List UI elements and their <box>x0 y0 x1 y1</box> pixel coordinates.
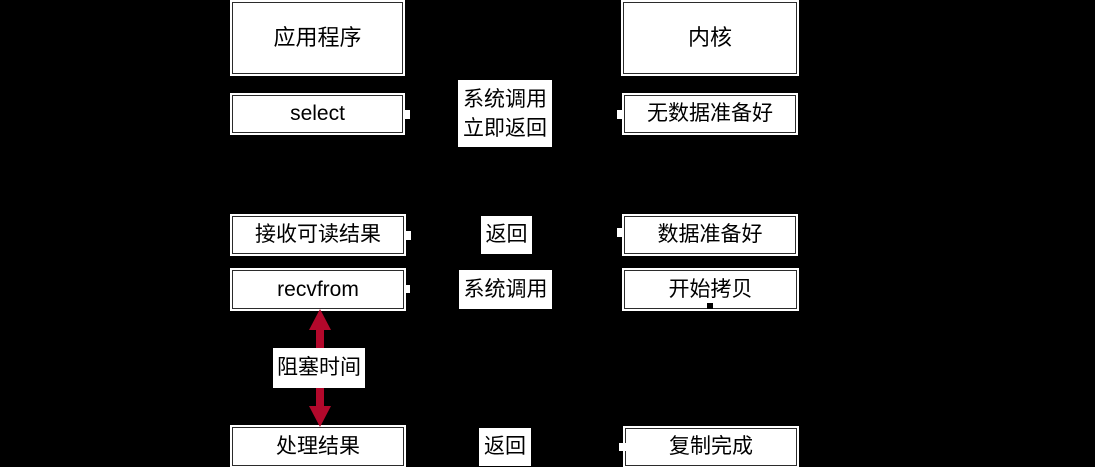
syscall-line2-label: 立即返回 <box>463 116 547 140</box>
connector-stub <box>619 443 626 451</box>
recvfrom-step-box: recvfrom <box>232 270 404 309</box>
no-data-ready-step-box: 无数据准备好 <box>624 95 796 133</box>
connector-stub <box>404 285 410 293</box>
syscall-line1-label: 系统调用 <box>463 87 547 111</box>
receive-readable-result-step-label: 接收可读结果 <box>255 223 381 247</box>
no-data-ready-step-label: 无数据准备好 <box>647 102 773 126</box>
start-copy-step-box: 开始拷贝 <box>624 270 797 309</box>
receive-readable-result-step-box: 接收可读结果 <box>232 216 404 254</box>
return-label-2: 返回 <box>484 435 526 459</box>
syscall-immediate-return-label-box: 系统调用 立即返回 <box>458 80 552 147</box>
return-label-1: 返回 <box>485 223 528 247</box>
application-title-box: 应用程序 <box>232 2 403 74</box>
kernel-title-box: 内核 <box>623 2 797 74</box>
process-result-step-label: 处理结果 <box>276 434 360 458</box>
blocking-time-label: 阻塞时间 <box>277 356 361 380</box>
select-step-box: select <box>232 95 403 133</box>
select-step-label: select <box>290 102 345 126</box>
arrow-head-up-icon <box>309 309 331 330</box>
connector-stub <box>404 231 411 240</box>
application-title-label: 应用程序 <box>273 24 362 50</box>
copy-done-step-label: 复制完成 <box>669 435 753 459</box>
arrow-notch <box>707 303 713 309</box>
connector-stub <box>403 110 410 119</box>
blocking-time-label-box: 阻塞时间 <box>273 348 365 388</box>
syscall-label: 系统调用 <box>463 277 548 301</box>
connector-stub <box>617 110 624 119</box>
arrow-head-down-icon <box>309 406 331 427</box>
data-ready-step-label: 数据准备好 <box>657 223 763 247</box>
data-ready-step-box: 数据准备好 <box>624 216 796 254</box>
connector-stub <box>617 228 624 237</box>
recvfrom-step-label: recvfrom <box>277 277 359 301</box>
syscall-label-box: 系统调用 <box>459 270 552 309</box>
process-result-step-box: 处理结果 <box>232 427 404 466</box>
kernel-title-label: 内核 <box>687 24 732 50</box>
return-label-box-2: 返回 <box>479 428 531 466</box>
copy-done-step-box: 复制完成 <box>625 428 797 466</box>
start-copy-step-label: 开始拷贝 <box>668 277 753 301</box>
return-label-box-1: 返回 <box>481 216 532 254</box>
